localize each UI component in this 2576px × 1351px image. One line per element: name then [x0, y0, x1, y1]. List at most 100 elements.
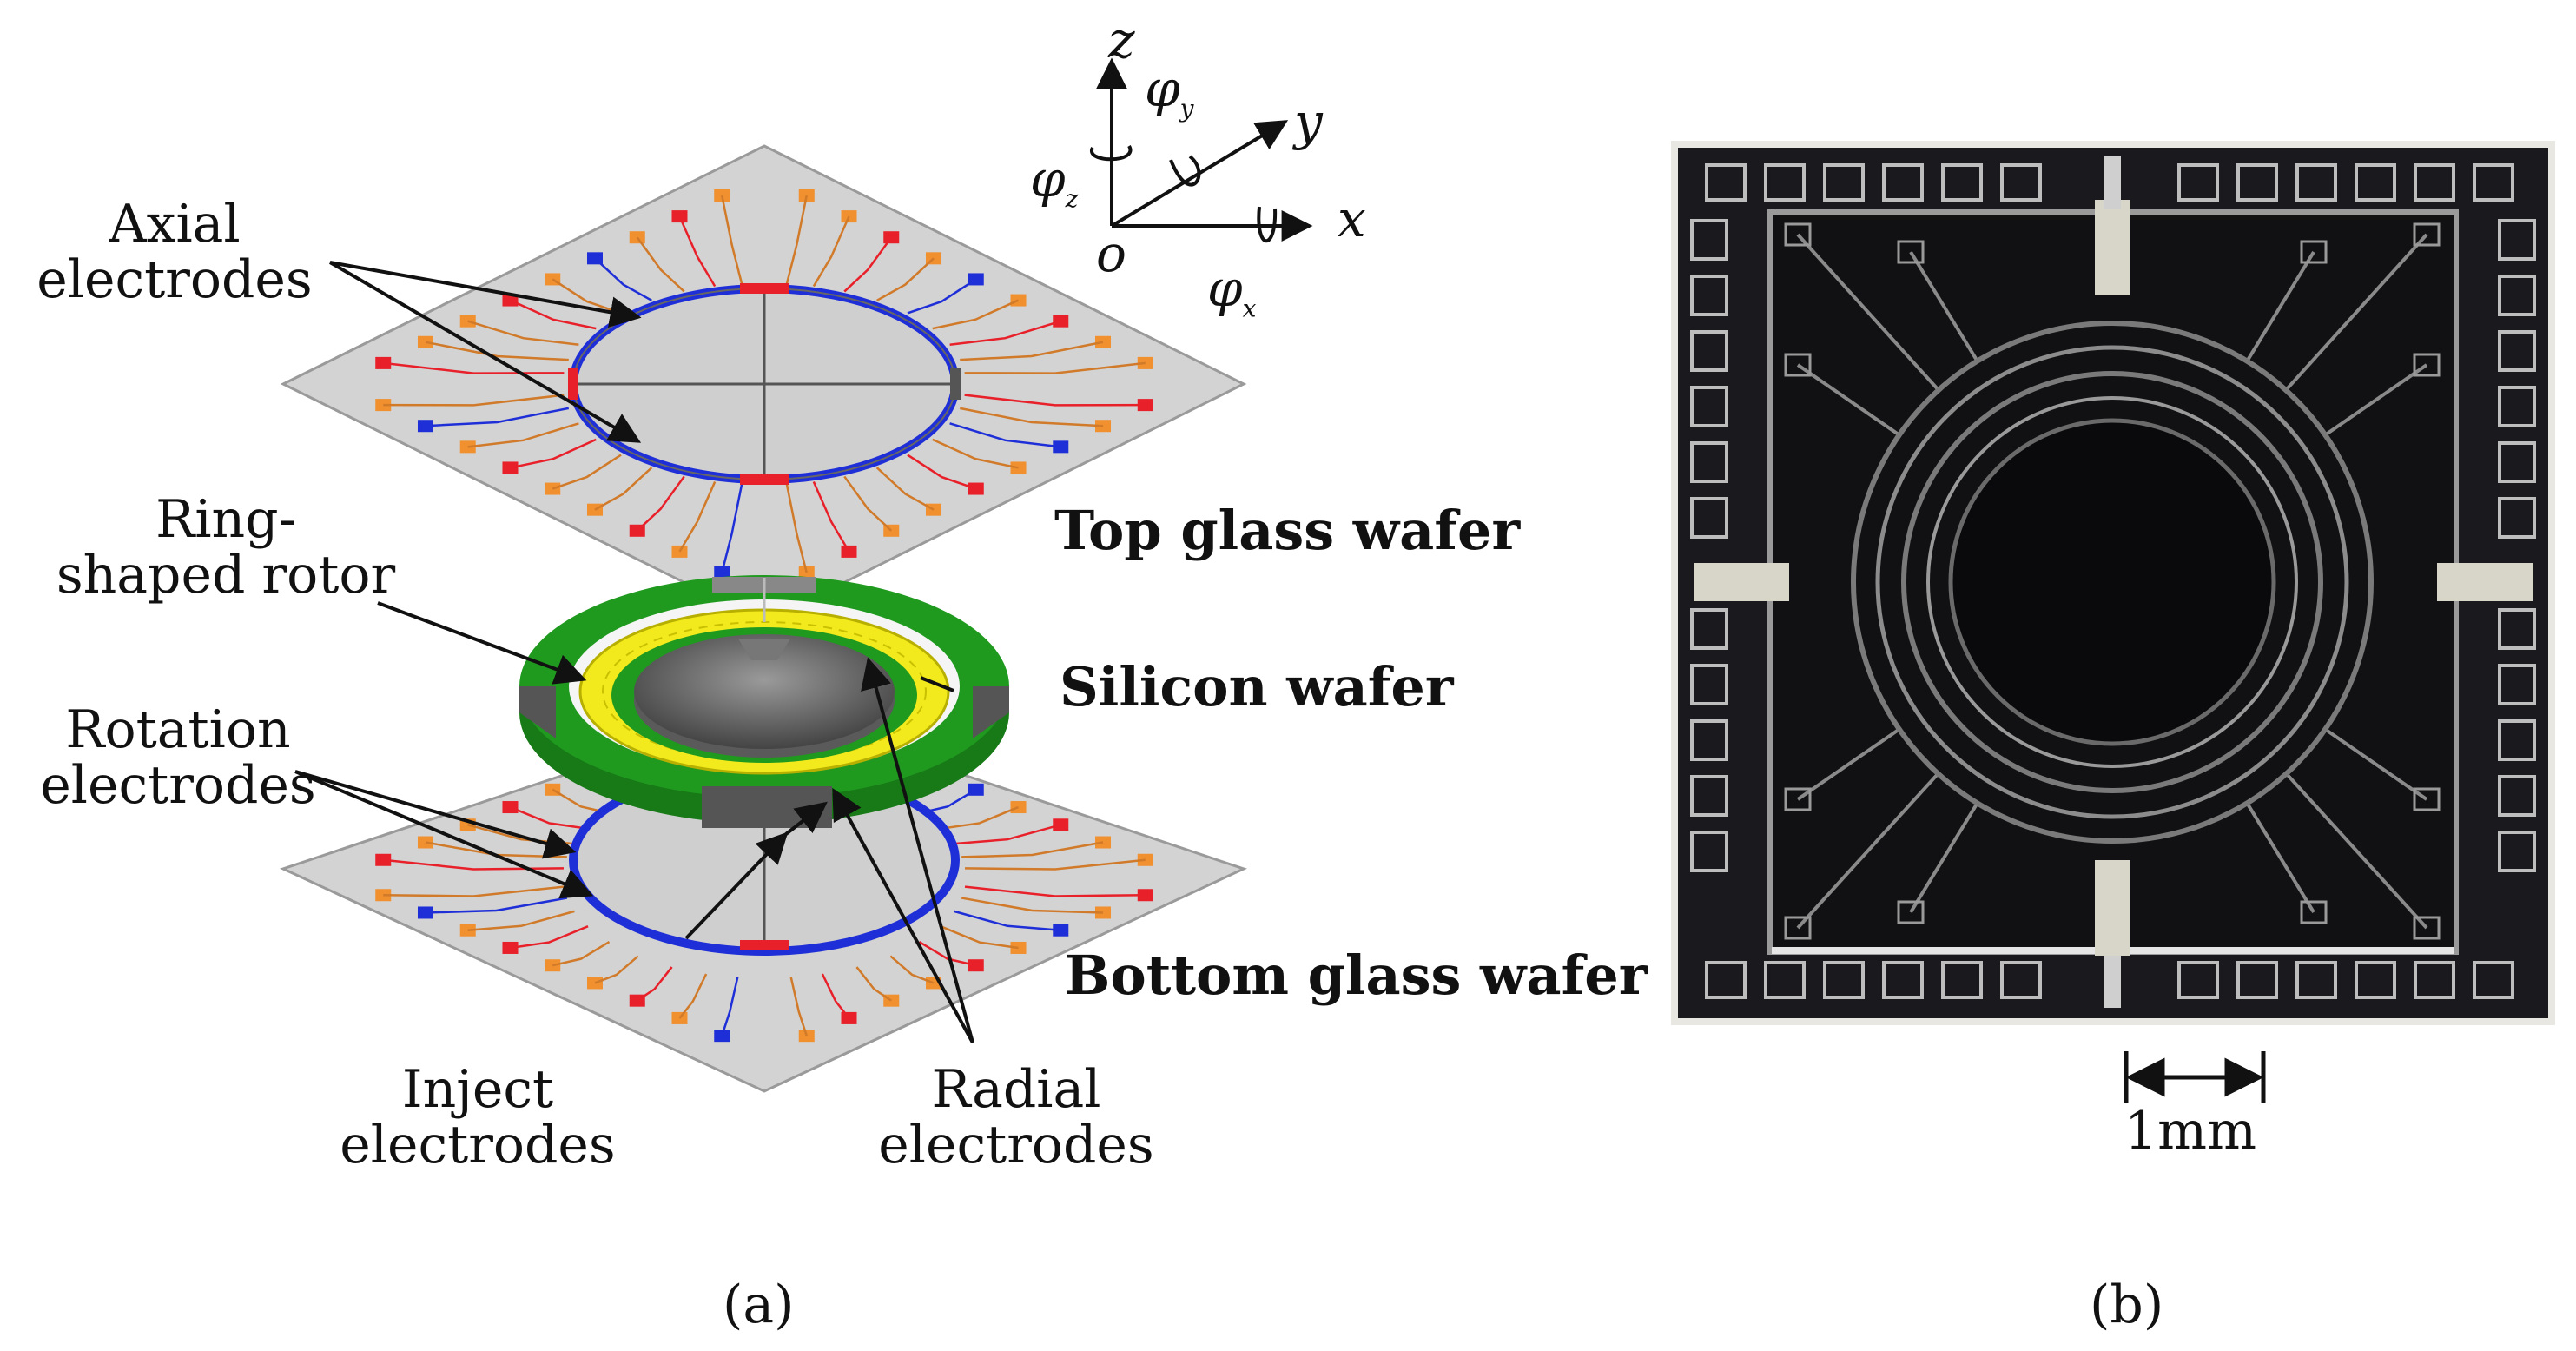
suspension-beam: [1796, 233, 1939, 390]
wiring-trace: [875, 467, 935, 511]
wiring-trace: [965, 858, 1146, 871]
anchor-pad: [1784, 222, 1812, 247]
wiring-trace: [636, 475, 685, 532]
wiring-trace: [509, 299, 597, 330]
bond-pad: [1705, 961, 1747, 999]
anchor-pad: [1897, 900, 1925, 924]
chip-bond-pads: [1690, 163, 2536, 999]
wiring-trace: [721, 977, 739, 1036]
bond-pad: [2414, 163, 2455, 202]
wiring-trace: [678, 480, 717, 553]
wiring-trace: [637, 966, 673, 1002]
wiring-trace: [383, 361, 565, 374]
wiring-trace: [949, 320, 1061, 346]
wiring-trace: [678, 215, 717, 288]
wiring-trace: [552, 454, 622, 490]
leader-arrows: [294, 261, 974, 1043]
suspension-beam: [2286, 773, 2428, 930]
anchor-pad: [1784, 787, 1812, 811]
bond-pad: [1764, 163, 1806, 202]
wiring-trace: [552, 941, 611, 967]
wiring-trace: [907, 454, 977, 490]
wiring-trace: [961, 841, 1104, 858]
wiring-trace: [961, 897, 1104, 914]
wiring-trace: [425, 341, 569, 361]
wiring-trace: [954, 910, 1061, 931]
bond-pad: [1690, 386, 1728, 427]
axis-label-origin: o: [1096, 224, 1126, 283]
anchor-pad: [1897, 240, 1925, 264]
bond-pad: [1690, 497, 1728, 539]
top-glass-wafer: [280, 144, 1247, 624]
wiring-trace: [812, 215, 850, 288]
bond-pad: [2498, 275, 2536, 316]
bond-pad: [2177, 163, 2219, 202]
bond-pad: [2498, 664, 2536, 705]
bond-pad: [2498, 219, 2536, 261]
chip-photograph: [1671, 141, 2555, 1025]
suspension-beam: [2285, 233, 2428, 390]
wiring-trace: [510, 805, 589, 831]
wiring-trace: [843, 475, 893, 532]
wiring-trace: [907, 278, 977, 315]
wiring-trace: [383, 858, 564, 871]
wiring-trace: [678, 973, 708, 1019]
bond-pad: [2498, 831, 2536, 872]
anchor-pad: [2413, 353, 2441, 377]
wiring-trace: [964, 885, 1146, 897]
bond-pad: [1690, 219, 1728, 261]
wiring-trace: [510, 438, 597, 469]
wiring-trace: [425, 897, 568, 914]
bond-pad: [2295, 163, 2337, 202]
wiring-trace: [789, 977, 808, 1036]
bond-pad: [1690, 831, 1728, 872]
bond-pad: [2473, 961, 2514, 999]
suspension-beam: [2325, 363, 2428, 436]
wiring-trace: [959, 407, 1104, 427]
anchor-pad: [2300, 240, 2328, 264]
bond-pad: [1690, 664, 1728, 705]
wiring-trace: [954, 824, 1061, 845]
bond-pad: [2473, 163, 2514, 202]
wiring-trace: [889, 955, 935, 984]
bond-pad: [2236, 163, 2278, 202]
bond-pad: [1882, 163, 1924, 202]
bond-pad: [1690, 330, 1728, 372]
wiring-trace: [785, 195, 808, 285]
bond-pad: [1764, 961, 1806, 999]
bond-pad: [1690, 719, 1728, 761]
anchor-pad: [2300, 900, 2328, 924]
bond-pad: [2236, 961, 2278, 999]
wiring-trace: [594, 467, 653, 511]
axis-label-phi-z: φz: [1030, 149, 1079, 214]
anchor-pad: [1784, 353, 1812, 377]
wiring-trace: [932, 299, 1020, 330]
axis-label-z: z: [1108, 10, 1135, 70]
suspension-beam: [1796, 363, 1899, 436]
bond-pad: [2295, 961, 2337, 999]
bond-pad: [1941, 163, 1983, 202]
wiring-trace: [721, 195, 743, 285]
bond-pad: [2498, 386, 2536, 427]
top-wiring-traces: [383, 195, 1146, 573]
bond-pad: [1705, 163, 1747, 202]
suspension-beam: [2325, 728, 2428, 801]
bond-pad: [2177, 961, 2219, 999]
suspension-beam: [1796, 728, 1899, 801]
wiring-trace: [855, 966, 892, 1002]
label-silicon-wafer: Silicon wafer: [1060, 655, 1454, 719]
coordinate-axes: [1089, 57, 1313, 243]
bond-pad: [1690, 275, 1728, 316]
wiring-trace: [918, 941, 977, 967]
wiring-trace: [510, 925, 589, 950]
bond-pad: [1690, 775, 1728, 817]
bond-pad: [1690, 608, 1728, 650]
suspension-beam: [1909, 804, 1978, 914]
bond-pad: [1941, 961, 1983, 999]
anchor-pad: [1784, 916, 1812, 940]
wiring-trace: [467, 320, 579, 346]
